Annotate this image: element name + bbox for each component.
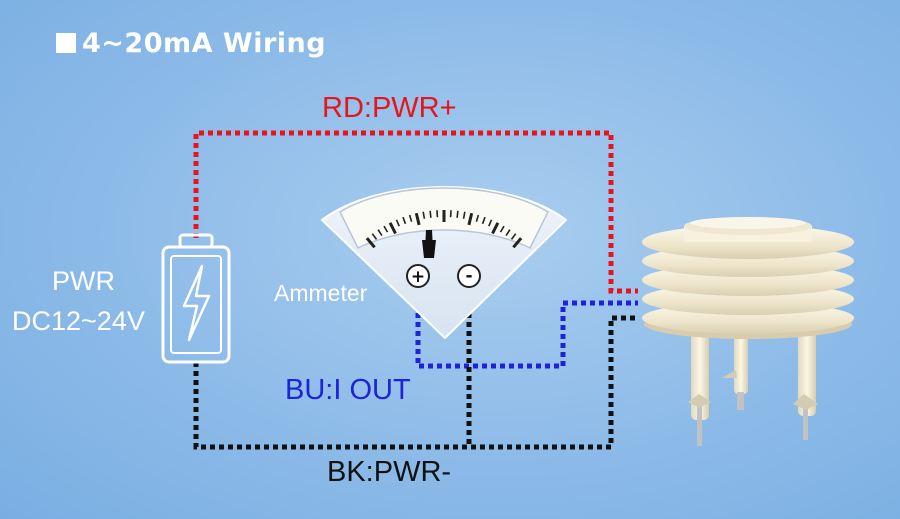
title-text: 4~20mA Wiring — [82, 28, 327, 59]
red-wire-label: RD:PWR+ — [322, 92, 457, 124]
battery-icon — [161, 233, 231, 364]
power-label: PWR — [52, 266, 115, 296]
blue-wire — [415, 286, 638, 369]
gauge-tick — [510, 233, 517, 240]
gauge-tick — [365, 237, 376, 249]
gauge-tick — [383, 225, 389, 233]
svg-text:+: + — [411, 267, 425, 287]
bullet-square-icon — [56, 33, 76, 53]
gauge-tick — [462, 211, 466, 219]
gauge-tick — [414, 212, 421, 226]
gauge-tick — [481, 216, 486, 225]
gauge-tick — [429, 210, 432, 218]
ammeter-label: Ammeter — [274, 280, 368, 306]
ammeter-gauge-icon: + - — [320, 186, 568, 340]
gauge-tick — [456, 210, 459, 218]
gauge-tick — [499, 225, 505, 233]
gauge-tick — [377, 229, 383, 237]
gauge-tick — [488, 219, 493, 227]
black-wire — [193, 286, 638, 450]
gauge-tick — [491, 222, 500, 235]
lightning-bolt-icon — [182, 264, 211, 342]
gauge-tick — [371, 233, 378, 240]
gauge-tick — [467, 212, 474, 226]
ammeter-minus-terminal: - — [457, 264, 481, 288]
gauge-tick — [475, 214, 480, 222]
sensor-shield-icon — [642, 217, 854, 446]
gauge-tick — [395, 219, 400, 227]
ammeter-plus-terminal: + — [406, 264, 430, 288]
gauge-tick — [388, 222, 397, 235]
page-title: 4~20mA Wiring — [56, 28, 326, 59]
svg-text:-: - — [465, 266, 472, 286]
black-wire-label: BK:PWR- — [327, 456, 452, 488]
gauge-tick — [408, 214, 413, 222]
gauge-tick — [422, 211, 426, 219]
gauge-tick — [402, 216, 407, 225]
blue-wire-label: BU:I OUT — [285, 374, 411, 406]
red-wire — [193, 130, 638, 294]
gauge-scale — [365, 210, 523, 249]
power-voltage-label: DC12~24V — [12, 306, 145, 336]
gauge-tick — [505, 229, 511, 237]
gauge-tick — [512, 237, 523, 249]
